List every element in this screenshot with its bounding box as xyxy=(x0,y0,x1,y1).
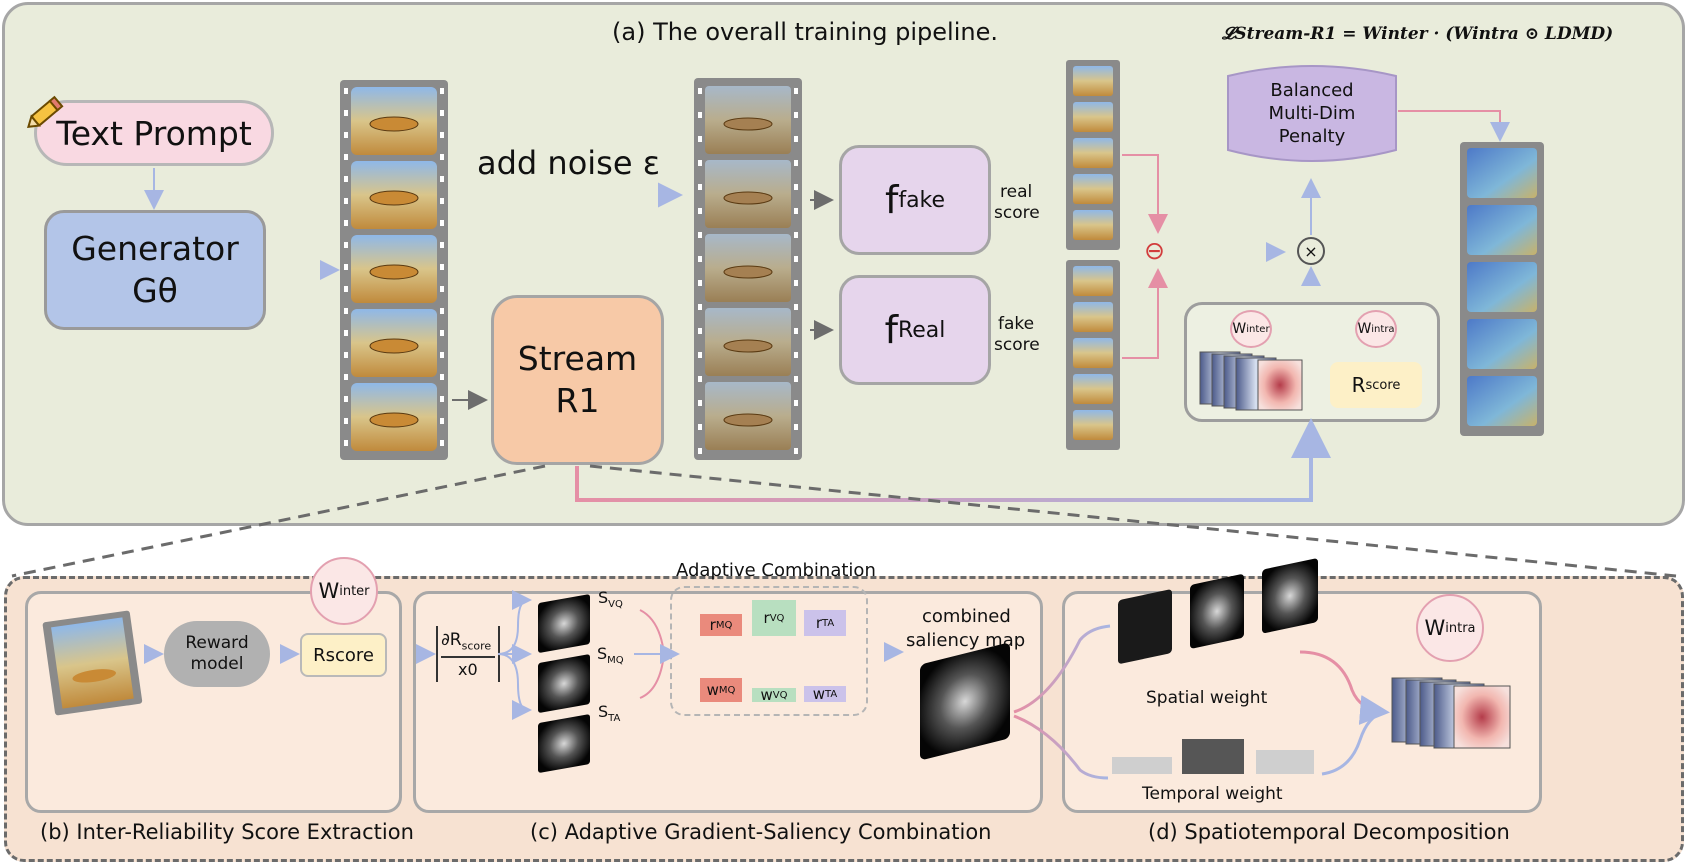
penalty-line-2: Multi-Dim xyxy=(1268,102,1356,124)
w-intra-subscript: intra xyxy=(1371,323,1395,335)
r-mq-symbol: r xyxy=(709,616,716,634)
combined-label-1: combined xyxy=(922,606,1011,627)
fake-score-label-2: score xyxy=(994,335,1040,355)
panel-b-w-symbol: W xyxy=(318,579,340,603)
text-prompt-label: Text Prompt xyxy=(56,113,252,153)
real-score-label-1: real xyxy=(1000,182,1033,202)
grad-numerator-symbol: ∂R xyxy=(441,630,462,650)
panel-d-w-subscript: intra xyxy=(1445,620,1476,636)
panel-d-caption: (d) Spatiotemporal Decomposition xyxy=(1148,820,1510,844)
reward-label: Reward xyxy=(185,633,249,653)
r-vq-symbol: r xyxy=(763,609,770,627)
generator-symbol: Gθ xyxy=(132,271,178,310)
model-label: model xyxy=(190,654,244,674)
f-fake-symbol: f xyxy=(884,178,899,222)
s-mq-label: SMQ xyxy=(597,644,624,666)
multiply-symbol: × xyxy=(1304,241,1318,261)
s-ta-label: STA xyxy=(598,702,620,724)
grad-numerator-subscript: score xyxy=(461,639,492,653)
adaptive-combination-label: Adaptive Combination xyxy=(676,560,876,581)
text-prompt-box: Text Prompt xyxy=(34,100,274,166)
r-ta-subscript: TA xyxy=(821,617,835,629)
s-ta-symbol: S xyxy=(598,702,609,721)
s-mq-subscript: MQ xyxy=(607,655,624,667)
gradient-expression: ∂Rscore x0 xyxy=(436,626,500,682)
s-mq-symbol: S xyxy=(597,644,608,663)
w-mq-symbol: w xyxy=(706,681,719,699)
s-vq-label: SVQ xyxy=(598,588,623,610)
r-score-symbol: R xyxy=(1351,373,1366,397)
fake-score-label-1: fake xyxy=(998,314,1035,334)
stream-r1-box: Stream R1 xyxy=(491,295,664,465)
w-intra-symbol: W xyxy=(1357,321,1372,337)
w-inter-symbol: W xyxy=(1232,321,1247,337)
r1-label: R1 xyxy=(555,381,600,420)
w-ta-subscript: TA xyxy=(825,688,838,700)
f-real-symbol: f xyxy=(884,308,898,352)
grad-numerator: ∂Rscore xyxy=(441,630,491,652)
w-vq-subscript: VQ xyxy=(772,689,788,701)
panel-b-caption: (b) Inter-Reliability Score Extraction xyxy=(40,820,414,844)
penalty-line-3: Penalty xyxy=(1278,125,1346,147)
s-vq-subscript: VQ xyxy=(608,599,623,611)
temporal-weight-label: Temporal weight xyxy=(1142,784,1283,804)
s-ta-subscript: TA xyxy=(608,713,621,725)
stream-label: Stream xyxy=(517,339,638,378)
loss-formula: 𝓛Stream-R1 = Winter · (Wintra ⊙ LDMD) xyxy=(1222,24,1614,44)
panel-b-w-subscript: inter xyxy=(339,583,370,599)
rscore-box: Rscore xyxy=(300,633,387,677)
r-ta-symbol: r xyxy=(815,614,822,632)
w-mq-subscript: MQ xyxy=(718,684,736,696)
pencil-icon xyxy=(26,95,64,128)
fraction-bar xyxy=(441,656,495,658)
w-vq-symbol: w xyxy=(760,686,773,704)
real-score-label-2: score xyxy=(994,203,1040,223)
r-vq-subscript: VQ xyxy=(769,612,785,624)
f-real-subscript: Real xyxy=(897,317,946,343)
r-mq-subscript: MQ xyxy=(715,619,733,631)
spatial-weight-label: Spatial weight xyxy=(1146,688,1268,708)
reward-model-box: Reward model xyxy=(164,621,270,687)
w-ta-symbol: w xyxy=(812,685,826,703)
f-fake-subscript: fake xyxy=(898,187,946,213)
rscore-label: Rscore xyxy=(313,644,374,666)
generator-box: Generator Gθ xyxy=(44,210,266,330)
penalty-cylinder xyxy=(1227,65,1397,162)
s-vq-symbol: S xyxy=(598,588,609,607)
pipeline-title: (a) The overall training pipeline. xyxy=(612,18,998,46)
panel-d-w-symbol: W xyxy=(1424,616,1446,640)
add-noise-label: add noise ε xyxy=(477,144,660,182)
multiply-operator: × xyxy=(1297,237,1325,265)
w-inter-subscript: inter xyxy=(1246,323,1270,335)
combined-label-2: saliency map xyxy=(906,630,1026,651)
generator-label: Generator xyxy=(71,229,239,268)
penalty-line-1: Balanced xyxy=(1270,79,1354,101)
grad-denominator: x0 xyxy=(458,660,478,679)
panel-c-caption: (c) Adaptive Gradient-Saliency Combinati… xyxy=(530,820,992,844)
r-score-subscript: score xyxy=(1365,377,1401,393)
penalty-label: Balanced Multi-Dim Penalty xyxy=(1226,74,1398,152)
minus-operator: ⊖ xyxy=(1144,236,1165,265)
